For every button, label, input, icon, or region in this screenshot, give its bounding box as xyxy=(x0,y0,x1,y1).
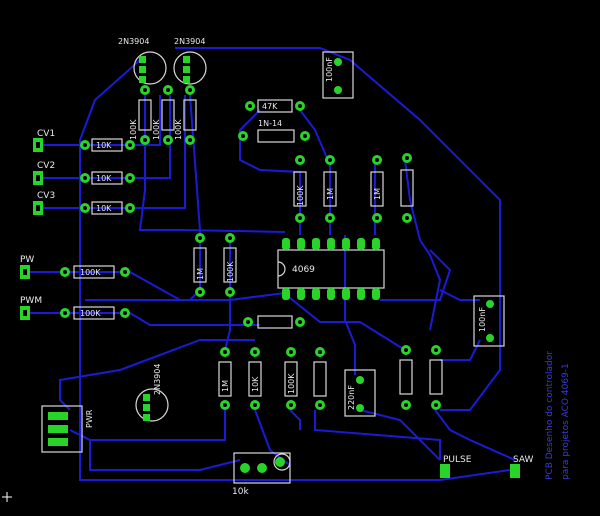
transistor-q1: 2N3904 xyxy=(118,37,167,85)
connector-saw: SAW xyxy=(510,455,534,478)
capacitor-top: 100nF xyxy=(322,51,354,99)
transistor-q3-label: 2N3904 xyxy=(153,364,162,395)
res-top-3: 100K xyxy=(174,85,197,145)
cv3-label: CV3 xyxy=(37,191,55,201)
diode-label: 1N-14 xyxy=(258,119,282,128)
capacitor-mid-label: 220nF xyxy=(347,385,356,410)
diode-1n14: 1N-14 xyxy=(238,119,310,143)
res-top-1: 100K xyxy=(129,85,152,145)
res-bottom-a: 1M xyxy=(218,347,232,410)
res-47k-label: 47K xyxy=(262,102,278,111)
res-bottom-d xyxy=(313,347,327,410)
res-pwm: 100K xyxy=(60,306,130,320)
res-pw-label: 100K xyxy=(80,268,101,277)
connector-pulse: PULSE xyxy=(440,455,472,478)
res-top-1-label: 100K xyxy=(129,119,138,140)
cv1-label: CV1 xyxy=(37,129,55,139)
res-below-ic xyxy=(243,315,305,329)
res-cv3: 10K xyxy=(80,201,135,215)
res-cv1-label: 10K xyxy=(96,141,112,150)
pwr-label: PWR xyxy=(85,409,94,428)
res-cv1: 10K xyxy=(80,138,135,152)
res-bottom-a-label: 1M xyxy=(221,380,230,392)
res-pwm-label: 100K xyxy=(80,309,101,318)
res-mid-a: 100K xyxy=(293,155,307,223)
pot-label: 10k xyxy=(232,487,249,497)
connector-cv1: CV1 xyxy=(33,129,55,152)
connector-cv3: CV3 xyxy=(33,191,55,215)
res-mid-a-label: 100K xyxy=(296,185,305,206)
saw-label: SAW xyxy=(513,455,534,465)
res-ic-left-2: 100K xyxy=(223,233,237,297)
ic-label: 4069 xyxy=(292,265,315,275)
res-bottom-e xyxy=(399,345,413,410)
transistor-q2: 2N3904 xyxy=(173,37,207,85)
res-bottom-c: 100K xyxy=(284,347,298,410)
res-top-2-label: 100K xyxy=(152,119,161,140)
diode-right xyxy=(400,153,414,223)
origin-cross xyxy=(2,492,12,502)
res-bottom-f xyxy=(429,345,443,410)
res-cv2-label: 10K xyxy=(96,174,112,183)
res-bottom-c-label: 100K xyxy=(287,373,296,394)
res-mid-c: 1M xyxy=(370,155,384,223)
capacitor-right: 100nF xyxy=(473,295,505,347)
res-mid-b: 1M xyxy=(323,155,337,223)
power-connector: PWR xyxy=(41,405,94,453)
pulse-label: PULSE xyxy=(443,455,472,465)
res-bottom-b-label: 10K xyxy=(251,376,260,392)
res-ic-left-1-label: 1M xyxy=(196,268,205,280)
connector-pwm: PWM xyxy=(20,296,42,320)
cv2-label: CV2 xyxy=(37,161,55,171)
pw-label: PW xyxy=(20,255,34,265)
res-pw: 100K xyxy=(60,265,130,279)
connector-cv2: CV2 xyxy=(33,161,55,185)
pwm-label: PWM xyxy=(20,296,42,306)
res-top-3-label: 100K xyxy=(174,119,183,140)
res-bottom-b: 10K xyxy=(248,347,262,410)
transistor-q2-label: 2N3904 xyxy=(174,37,205,46)
potentiometer: 10k xyxy=(232,452,291,497)
board-title-line-1: PCB Desenho do controlador xyxy=(545,351,555,480)
transistor-q3: 2N3904 xyxy=(135,364,169,422)
capacitor-mid: 220nF xyxy=(344,369,376,417)
res-ic-left-2-label: 100K xyxy=(226,261,235,282)
trace-layer xyxy=(30,47,516,481)
ic-4069: 4069 xyxy=(277,238,385,300)
res-cv3-label: 10K xyxy=(96,204,112,213)
res-mid-b-label: 1M xyxy=(326,188,335,200)
res-ic-left-1: 1M xyxy=(193,233,207,297)
res-47k: 47K xyxy=(245,99,305,113)
res-cv2: 10K xyxy=(80,171,135,185)
capacitor-top-label: 100nF xyxy=(325,57,334,82)
res-top-2: 100K xyxy=(152,85,175,145)
res-mid-c-label: 1M xyxy=(373,188,382,200)
transistor-q1-label: 2N3904 xyxy=(118,37,149,46)
connector-pw: PW xyxy=(20,255,34,279)
board-title-line-2: para projetos ACO 4069-1 xyxy=(561,363,571,480)
capacitor-right-label: 100nF xyxy=(478,307,487,332)
